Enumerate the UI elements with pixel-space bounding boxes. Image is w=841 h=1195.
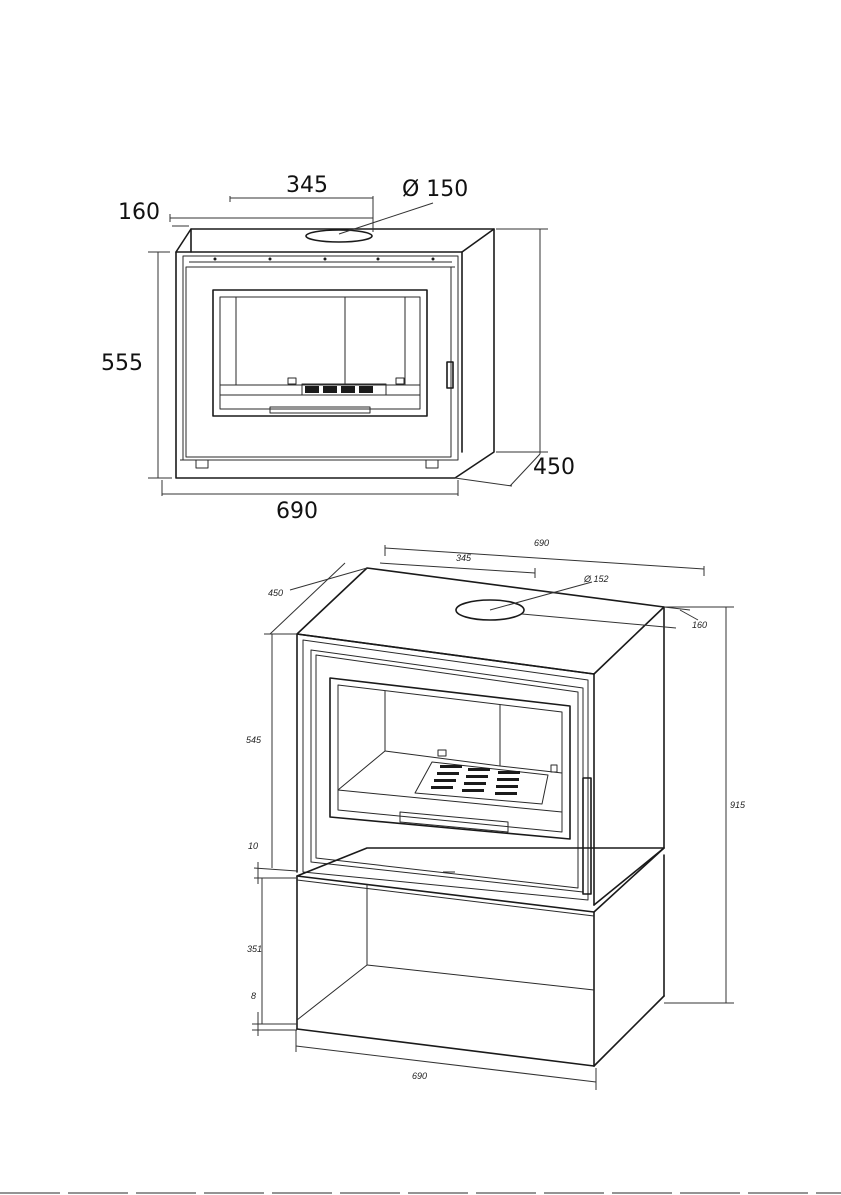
dim-width-top: 690 [534, 538, 549, 548]
dim-back-offset-small: 160 [692, 620, 707, 630]
stove-on-stand-view [297, 568, 664, 1066]
dim-flue-diameter-small: Ø 152 [583, 574, 609, 584]
dim-flue-offset: 345 [286, 173, 328, 198]
dim-width-bottom: 690 [412, 1071, 427, 1081]
dim-base: 8 [251, 991, 256, 1001]
stove-body-outline [176, 229, 494, 478]
dim-gap: 10 [248, 841, 258, 851]
dim-depth-small: 450 [268, 588, 283, 598]
dim-total-height: 915 [730, 800, 746, 810]
dim-height: 555 [101, 351, 143, 376]
stove-body-view [176, 229, 494, 478]
grate [415, 762, 548, 804]
bottom-dimensions: 690 345 Ø 152 450 160 545 915 10 351 8 6… [246, 538, 746, 1090]
dim-stand-height: 351 [247, 944, 262, 954]
dim-depth: 450 [533, 455, 575, 480]
dim-width: 690 [276, 499, 318, 524]
dim-flue-offset-small: 345 [456, 553, 472, 563]
grate [302, 384, 386, 395]
glass-window [330, 678, 570, 839]
dim-back-offset: 160 [118, 200, 160, 225]
glass-window [213, 290, 427, 416]
dim-stove-height: 545 [246, 735, 262, 745]
dim-flue-diameter: Ø 150 [402, 177, 468, 202]
flue-outlet [306, 230, 372, 242]
top-dimensions: 345 Ø 150 160 555 450 690 [101, 173, 575, 524]
